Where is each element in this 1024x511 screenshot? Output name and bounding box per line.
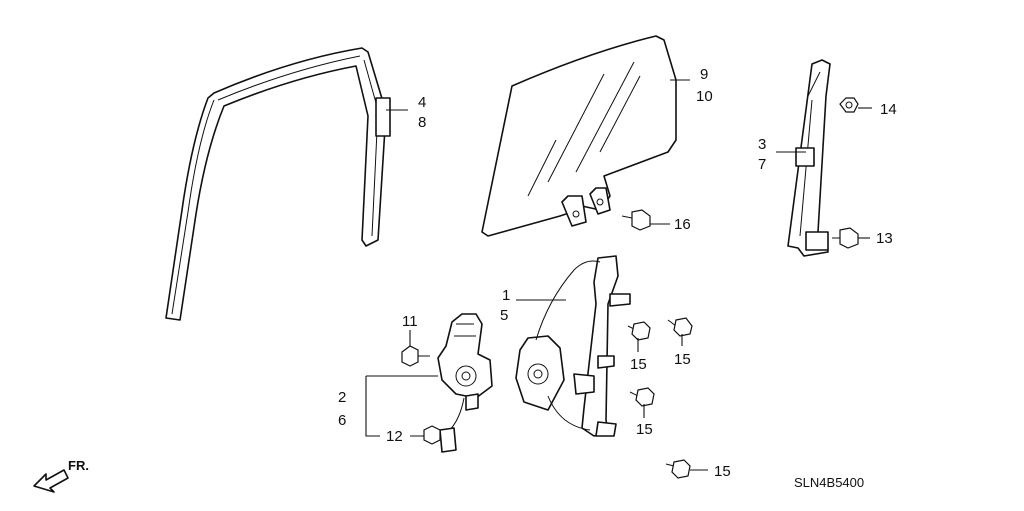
callout-9: 9: [700, 66, 708, 83]
callout-10: 10: [696, 88, 713, 105]
nut-14: [839, 97, 859, 113]
window-motor: [437, 313, 493, 453]
callout-14: 14: [880, 101, 897, 118]
callout-15-b: 15: [674, 351, 691, 368]
bolt-16: [621, 209, 651, 231]
window-regulator: [515, 255, 631, 437]
callout-15-a: 15: [630, 356, 647, 373]
door-glass: [481, 35, 677, 237]
callout-13: 13: [876, 230, 893, 247]
bolt-15c: [629, 387, 655, 407]
bolt-15b: [667, 317, 693, 337]
bolt-15d: [665, 459, 691, 479]
bolt-12: [423, 425, 441, 445]
callout-2: 2: [338, 389, 346, 406]
diagram-code: SLN4B5400: [794, 475, 864, 490]
callout-7: 7: [758, 156, 766, 173]
bolt-13: [832, 227, 859, 249]
callout-5: 5: [500, 307, 508, 324]
callout-8: 8: [418, 114, 426, 131]
bolt-11: [401, 345, 430, 367]
callout-6: 6: [338, 412, 346, 429]
callout-4: 4: [418, 94, 426, 111]
callout-15-d: 15: [714, 463, 731, 480]
front-direction-arrow-icon: [33, 469, 69, 493]
callout-11: 11: [402, 313, 418, 330]
callout-1: 1: [502, 287, 510, 304]
callout-3: 3: [758, 136, 766, 153]
bolt-15a: [627, 321, 651, 341]
direction-label: FR.: [68, 458, 89, 473]
leader-lines: [365, 79, 872, 471]
callout-12: 12: [386, 428, 403, 445]
door-run-channel: [165, 47, 391, 321]
callout-15-c: 15: [636, 421, 653, 438]
callout-16: 16: [674, 216, 691, 233]
center-sash: [787, 59, 831, 257]
